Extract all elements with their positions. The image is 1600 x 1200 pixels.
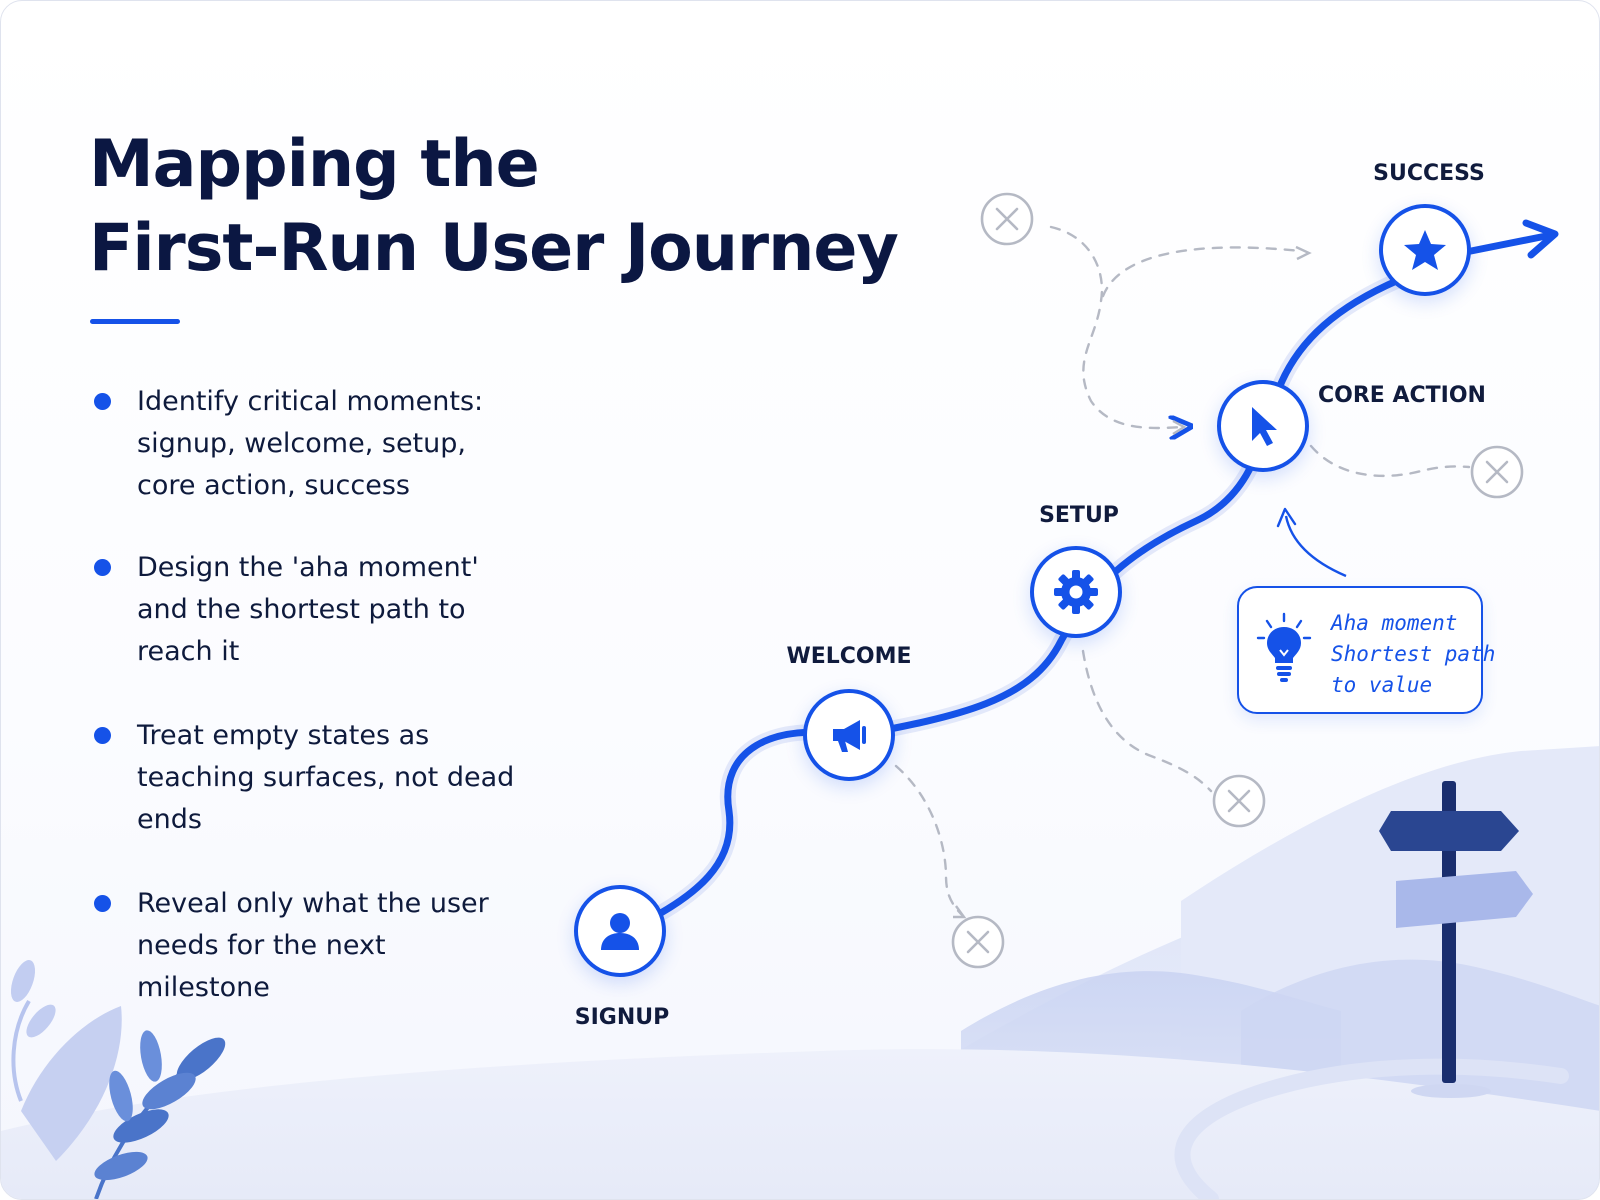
aha-callout: Aha moment Shortest path to value <box>1237 586 1495 714</box>
callout-line: Shortest path <box>1331 642 1496 666</box>
dropoff-branch-setup <box>1081 649 1213 793</box>
title-line-2: First-Run User Journey <box>89 211 899 286</box>
dropoff-branch-welcome <box>894 764 965 918</box>
bullet-dot <box>94 559 111 576</box>
close-icon <box>1470 445 1524 499</box>
bullet-text: Design the 'aha moment' and the shortest… <box>137 552 479 667</box>
signpost-illustration <box>1379 781 1533 1098</box>
bullet-dot <box>94 393 111 410</box>
callout-text: Aha moment Shortest path to value <box>1331 608 1495 701</box>
bullet-item: Treat empty states as teaching surfaces,… <box>91 715 531 841</box>
star-icon <box>1404 230 1446 270</box>
stage-label-core-action: CORE ACTION <box>1318 383 1486 408</box>
close-icon <box>980 192 1034 246</box>
lightbulb-icon <box>1256 612 1312 682</box>
stage-node-success[interactable] <box>1379 204 1471 296</box>
bullet-dot <box>94 895 111 912</box>
bullet-item: Identify critical moments: signup, welco… <box>91 381 531 507</box>
page-title: Mapping the First-Run User Journey <box>89 123 899 291</box>
stage-label-success: SUCCESS <box>1373 161 1485 186</box>
bullet-text: Reveal only what the user needs for the … <box>137 888 489 1003</box>
stage-node-core-action[interactable] <box>1217 380 1309 472</box>
title-line-1: Mapping the <box>89 127 540 202</box>
close-icon <box>1212 774 1266 828</box>
bullet-item: Reveal only what the user needs for the … <box>91 883 531 1009</box>
bullet-item: Design the 'aha moment' and the shortest… <box>91 547 531 673</box>
arrowhead <box>1522 219 1559 259</box>
leaves-decoration <box>10 960 226 1199</box>
megaphone-icon <box>833 720 866 752</box>
ground-sweep <box>1 1049 1599 1199</box>
dropoff-branch-core <box>1309 444 1471 478</box>
detour-top <box>1101 246 1303 298</box>
stage-node-welcome[interactable] <box>803 689 895 781</box>
callout-pointer <box>1284 515 1347 578</box>
bullet-text: Treat empty states as teaching surfaces,… <box>137 720 515 835</box>
callout-line: Aha moment <box>1331 611 1458 635</box>
user-icon <box>601 913 639 950</box>
title-underline <box>90 319 180 324</box>
gear-icon <box>1054 570 1098 614</box>
exit-arrow <box>1467 232 1550 255</box>
bullet-dot <box>94 727 111 744</box>
close-icon <box>951 915 1005 969</box>
bullet-text: Identify critical moments: signup, welco… <box>137 386 484 501</box>
stage-label-welcome: WELCOME <box>786 644 912 669</box>
winding-road <box>1174 1058 1569 1199</box>
stage-label-setup: SETUP <box>1039 503 1119 528</box>
stage-node-setup[interactable] <box>1030 546 1122 638</box>
cursor-icon <box>1252 407 1277 446</box>
detour-loop <box>1049 225 1181 428</box>
callout-line: to value <box>1331 673 1433 697</box>
stage-label-signup: SIGNUP <box>574 1005 670 1030</box>
bullet-list: Identify critical moments: signup, welco… <box>91 381 531 1009</box>
stage-node-signup[interactable] <box>574 885 666 977</box>
